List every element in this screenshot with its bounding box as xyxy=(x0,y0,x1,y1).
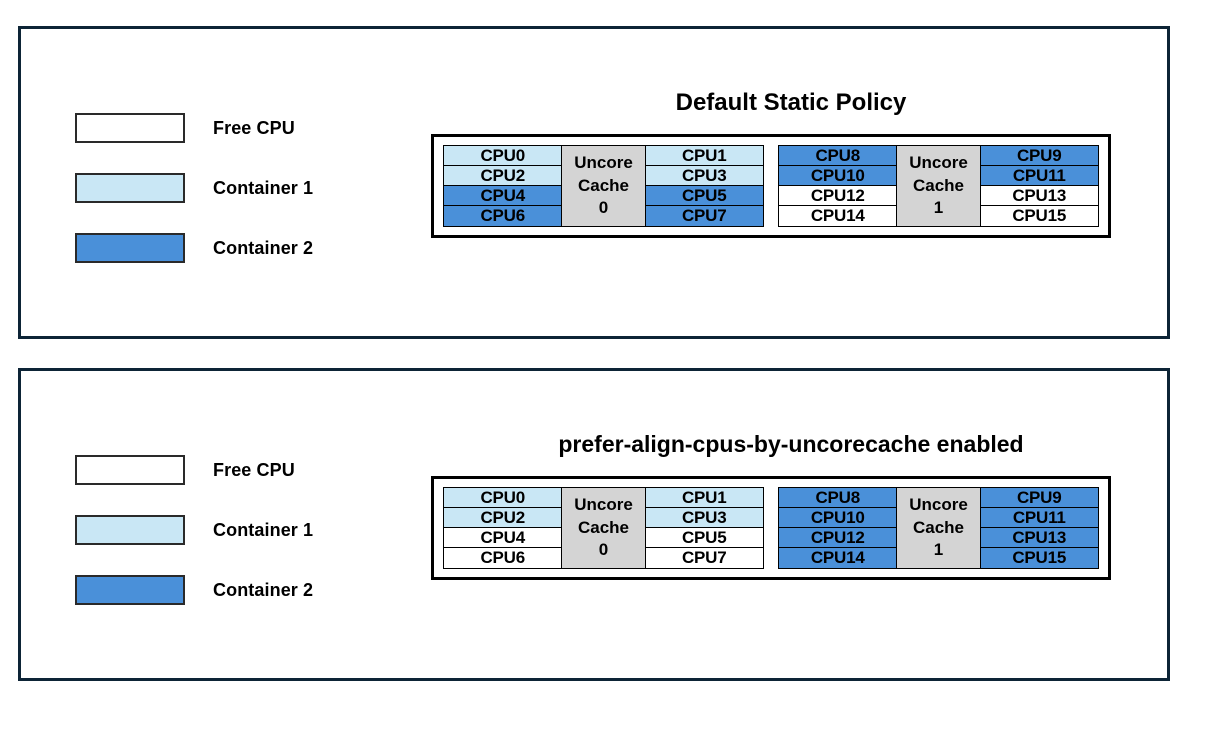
diagram-panel-prefer-align-cpus-by-uncorecache: prefer-align-cpus-by-uncorecache enabled… xyxy=(18,368,1170,681)
legend-label-container-1: Container 1 xyxy=(213,177,314,198)
cpu-cell: CPU5 xyxy=(644,527,764,549)
legend-item-container-2: Container 2 xyxy=(75,575,385,605)
cpu-cell: CPU1 xyxy=(644,145,764,167)
cache-group-0: CPU0 CPU2 CPU4 CPU6 Uncore Cache 0 CPU1 … xyxy=(443,145,764,227)
cpu-cell: CPU8 xyxy=(778,145,898,167)
legend-item-container-2: Container 2 xyxy=(75,233,385,263)
legend-label-free-cpu: Free CPU xyxy=(213,117,295,138)
cpu-topology-diagram: CPU0 CPU2 CPU4 CPU6 Uncore Cache 0 CPU1 … xyxy=(431,134,1111,238)
cpu-cell: CPU14 xyxy=(778,547,898,569)
legend-label-free-cpu: Free CPU xyxy=(213,459,295,480)
legend-swatch-container-1 xyxy=(75,515,185,545)
cpu-column-right: CPU1 CPU3 CPU5 CPU7 xyxy=(644,145,764,227)
uncore-cache-line-1: Uncore xyxy=(574,495,633,515)
uncore-cache-line-1: Uncore xyxy=(574,153,633,173)
cpu-cell: CPU3 xyxy=(644,165,764,187)
legend-item-free-cpu: Free CPU xyxy=(75,455,385,485)
cpu-column-left: CPU0 CPU2 CPU4 CPU6 xyxy=(443,145,563,227)
cpu-cell: CPU13 xyxy=(979,185,1099,207)
cpu-cell: CPU4 xyxy=(443,185,563,207)
cpu-cell: CPU15 xyxy=(979,205,1099,227)
uncore-cache-line-2: Cache xyxy=(577,175,630,195)
cpu-cell: CPU0 xyxy=(443,145,563,167)
cpu-topology-diagram: CPU0 CPU2 CPU4 CPU6 Uncore Cache 0 CPU1 … xyxy=(431,476,1111,580)
cache-group-0: CPU0 CPU2 CPU4 CPU6 Uncore Cache 0 CPU1 … xyxy=(443,487,764,569)
cpu-cell: CPU9 xyxy=(979,145,1099,167)
cpu-cell: CPU3 xyxy=(644,507,764,529)
cache-group-1: CPU8 CPU10 CPU12 CPU14 Uncore Cache 1 CP… xyxy=(778,487,1099,569)
cpu-cell: CPU6 xyxy=(443,547,563,569)
cpu-column-left: CPU0 CPU2 CPU4 CPU6 xyxy=(443,487,563,569)
uncore-cache-line-2: Cache xyxy=(577,517,630,537)
legend: Free CPU Container 1 Container 2 xyxy=(75,455,385,605)
cpu-cell: CPU12 xyxy=(778,527,898,549)
cpu-column-left: CPU8 CPU10 CPU12 CPU14 xyxy=(778,487,898,569)
cpu-cell: CPU2 xyxy=(443,165,563,187)
uncore-cache-block: Uncore Cache 1 xyxy=(895,487,982,569)
legend-label-container-1: Container 1 xyxy=(213,519,314,540)
legend-swatch-container-2 xyxy=(75,233,185,263)
cpu-cell: CPU1 xyxy=(644,487,764,509)
legend-item-container-1: Container 1 xyxy=(75,515,385,545)
cpu-cell: CPU4 xyxy=(443,527,563,549)
cpu-cell: CPU7 xyxy=(644,205,764,227)
legend-swatch-container-1 xyxy=(75,173,185,203)
cpu-cell: CPU7 xyxy=(644,547,764,569)
cpu-column-right: CPU9 CPU11 CPU13 CPU15 xyxy=(979,145,1099,227)
cpu-cell: CPU10 xyxy=(778,165,898,187)
uncore-cache-block: Uncore Cache 1 xyxy=(895,145,982,227)
legend-swatch-container-2 xyxy=(75,575,185,605)
uncore-cache-line-2: Cache xyxy=(912,175,965,195)
uncore-cache-index: 0 xyxy=(598,198,609,218)
legend: Free CPU Container 1 Container 2 xyxy=(75,113,385,263)
legend-swatch-free-cpu xyxy=(75,455,185,485)
cpu-cell: CPU9 xyxy=(979,487,1099,509)
cpu-cell: CPU15 xyxy=(979,547,1099,569)
cpu-cell: CPU12 xyxy=(778,185,898,207)
uncore-cache-line-1: Uncore xyxy=(909,153,968,173)
diagram-panel-default-static-policy: Default Static Policy Free CPU Container… xyxy=(18,26,1170,339)
cpu-cell: CPU10 xyxy=(778,507,898,529)
uncore-cache-line-1: Uncore xyxy=(909,495,968,515)
uncore-cache-line-2: Cache xyxy=(912,517,965,537)
legend-item-free-cpu: Free CPU xyxy=(75,113,385,143)
uncore-cache-index: 1 xyxy=(933,540,944,560)
cpu-column-left: CPU8 CPU10 CPU12 CPU14 xyxy=(778,145,898,227)
cache-group-1: CPU8 CPU10 CPU12 CPU14 Uncore Cache 1 CP… xyxy=(778,145,1099,227)
uncore-cache-block: Uncore Cache 0 xyxy=(560,145,647,227)
cpu-cell: CPU5 xyxy=(644,185,764,207)
cpu-cell: CPU2 xyxy=(443,507,563,529)
uncore-cache-index: 0 xyxy=(598,540,609,560)
cpu-cell: CPU11 xyxy=(979,165,1099,187)
uncore-cache-block: Uncore Cache 0 xyxy=(560,487,647,569)
cpu-cell: CPU11 xyxy=(979,507,1099,529)
uncore-cache-index: 1 xyxy=(933,198,944,218)
cpu-cell: CPU8 xyxy=(778,487,898,509)
cpu-cell: CPU14 xyxy=(778,205,898,227)
legend-label-container-2: Container 2 xyxy=(213,579,314,600)
cpu-column-right: CPU9 CPU11 CPU13 CPU15 xyxy=(979,487,1099,569)
page-title: prefer-align-cpus-by-uncorecache enabled xyxy=(558,431,1024,457)
cpu-cell: CPU13 xyxy=(979,527,1099,549)
cpu-cell: CPU0 xyxy=(443,487,563,509)
page-title: Default Static Policy xyxy=(675,89,907,116)
legend-label-container-2: Container 2 xyxy=(213,237,314,258)
cpu-cell: CPU6 xyxy=(443,205,563,227)
legend-item-container-1: Container 1 xyxy=(75,173,385,203)
legend-swatch-free-cpu xyxy=(75,113,185,143)
cpu-column-right: CPU1 CPU3 CPU5 CPU7 xyxy=(644,487,764,569)
